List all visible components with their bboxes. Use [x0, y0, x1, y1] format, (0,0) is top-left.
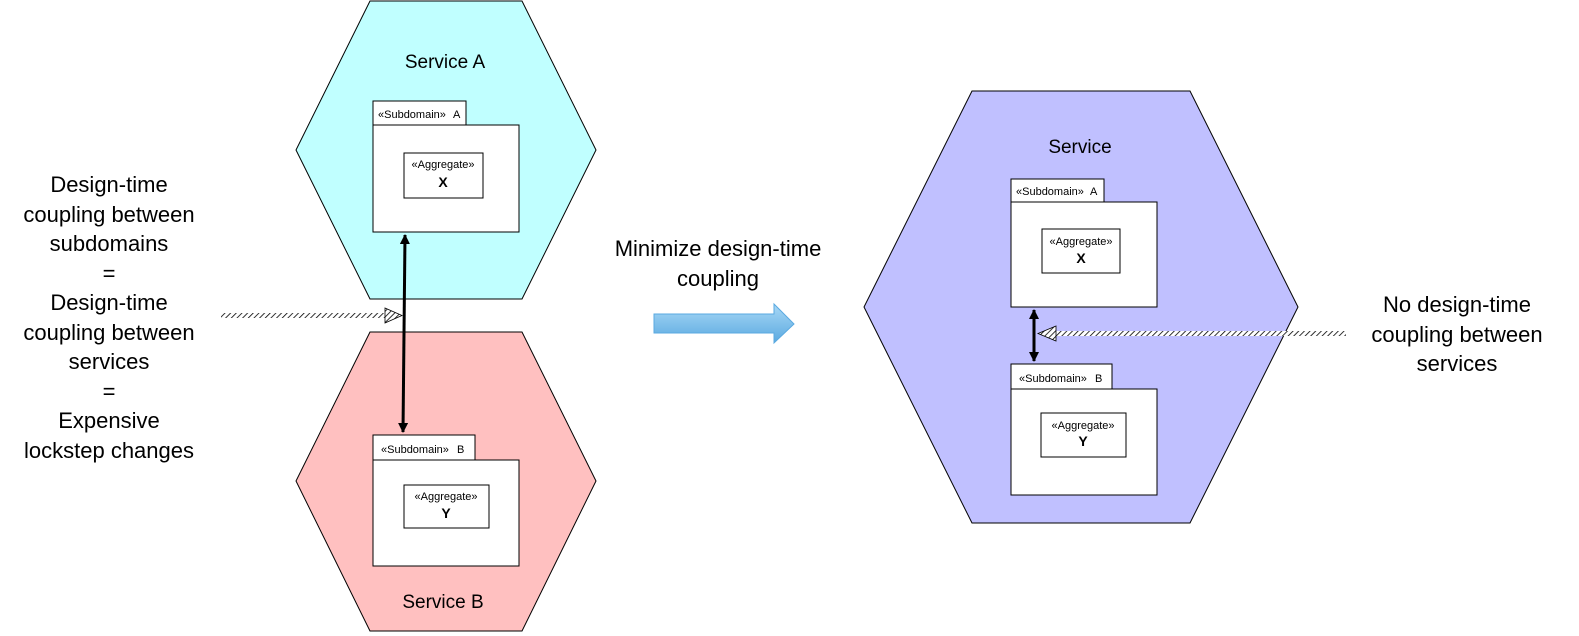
left-coupling-note: Design-time coupling between subdomains …: [4, 170, 214, 465]
subdomain-a-stereotype: «Subdomain»: [378, 109, 446, 121]
left-note-line: coupling between: [23, 201, 195, 227]
subdomain-b-name-right: B: [1095, 373, 1102, 385]
subdomain-a-name-right: A: [1090, 186, 1098, 198]
subdomain-b-name: B: [457, 444, 464, 456]
service-b-title: Service B: [402, 592, 483, 613]
subdomain-a-name: A: [453, 109, 461, 121]
subdomain-a-package-right: «Subdomain» A «Aggregate» X: [1010, 178, 1158, 308]
service-a: Service A «Subdomain» A «Aggregate» X: [295, 0, 597, 300]
aggregate-x-name: X: [438, 174, 448, 190]
left-note-line: =: [102, 260, 116, 286]
subdomain-b-stereotype: «Subdomain»: [381, 444, 449, 456]
left-note-line: Expensive: [58, 408, 160, 433]
left-note-line: subdomains: [49, 231, 169, 256]
aggregate-y-name-right: Y: [1078, 433, 1088, 449]
service-title: Service: [1048, 137, 1111, 158]
subdomain-b-package-right: «Subdomain» B «Aggregate» Y: [1010, 363, 1158, 496]
left-pointer-arrow: [221, 307, 403, 324]
subdomain-a-stereotype-right: «Subdomain»: [1016, 186, 1084, 198]
left-note-line: =: [102, 378, 116, 404]
transition-label-line-2: coupling: [677, 266, 759, 291]
aggregate-x-name-right: X: [1076, 250, 1086, 266]
right-note-line: No design-time: [1383, 292, 1531, 317]
right-pointer-arrow: [1036, 325, 1346, 342]
left-note-line: services: [68, 349, 150, 374]
subdomain-b-tab: [372, 434, 476, 461]
aggregate-y-box-right: [1040, 412, 1127, 458]
subdomain-a-tab: [372, 100, 467, 126]
service-b: Service B «Subdomain» B «Aggregate» Y: [295, 331, 597, 632]
right-note-line: coupling between: [1371, 321, 1543, 347]
aggregate-y-stereotype-right: «Aggregate»: [1052, 420, 1115, 432]
aggregate-y-stereotype: «Aggregate»: [415, 491, 478, 503]
aggregate-x-stereotype-right: «Aggregate»: [1050, 236, 1113, 248]
service-combined: Service «Subdomain» A «Aggregate» X «Sub…: [863, 90, 1299, 524]
aggregate-x-stereotype: «Aggregate»: [412, 159, 475, 171]
left-note-line: Design-time: [50, 172, 168, 197]
right-coupling-note: No design-time coupling between services: [1350, 290, 1564, 379]
transition-label-line-1: Minimize design-time: [615, 236, 822, 261]
right-note-line: services: [1416, 351, 1498, 376]
aggregate-y-box: [403, 484, 490, 529]
left-note-line: lockstep changes: [24, 437, 194, 463]
subdomain-a-package: «Subdomain» A «Aggregate» X: [372, 100, 520, 233]
subdomain-b-tab-right: [1010, 363, 1113, 390]
left-note-line: coupling between: [23, 319, 195, 345]
service-a-title: Service A: [405, 52, 486, 73]
aggregate-y-name: Y: [441, 505, 451, 521]
transition-arrow: [653, 302, 795, 345]
coupling-arrow-left: [398, 234, 410, 433]
aggregate-x-box-right: [1041, 228, 1121, 274]
subdomain-b-package: «Subdomain» B «Aggregate» Y: [372, 434, 520, 567]
subdomain-b-stereotype-right: «Subdomain»: [1019, 373, 1087, 385]
aggregate-x-box: [403, 152, 484, 199]
left-note-line: Design-time: [50, 290, 168, 315]
